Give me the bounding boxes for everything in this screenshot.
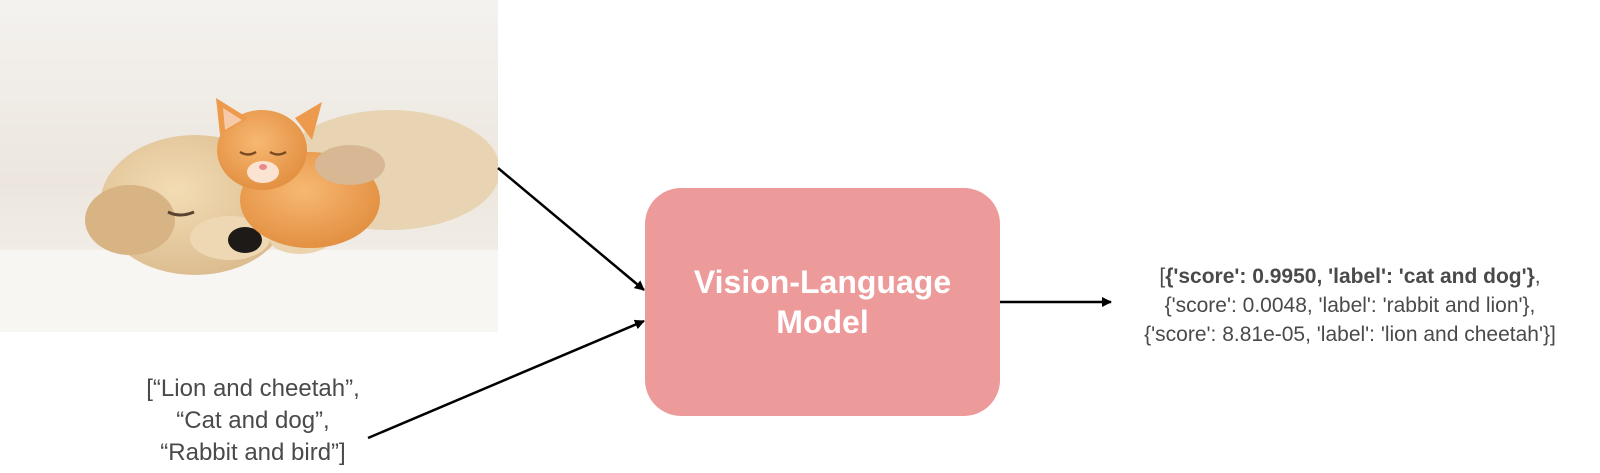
output-separator: , xyxy=(1534,265,1541,288)
top-prediction: {'score': 0.9950, 'label': 'cat and dog'… xyxy=(1165,265,1535,288)
candidate-label-line: [“Lion and cheetah”, xyxy=(146,375,360,402)
model-label: Vision-Language Model xyxy=(693,264,952,340)
output-line-3: {'score': 8.81e-05, 'label': 'lion and c… xyxy=(1144,323,1556,346)
image-to-model-arrow xyxy=(497,167,645,291)
candidate-label-line: “Cat and dog”, xyxy=(176,407,330,434)
candidate-label-line: “Rabbit and bird”] xyxy=(160,439,346,466)
labels-to-model-arrow xyxy=(367,319,645,440)
model-output: [{'score': 0.9950, 'label': 'cat and dog… xyxy=(1105,262,1595,349)
input-image xyxy=(0,0,498,332)
output-line-1: [{'score': 0.9950, 'label': 'cat and dog… xyxy=(1105,262,1595,291)
output-prefix: [ xyxy=(1159,265,1166,288)
output-line-2: {'score': 0.0048, 'label': 'rabbit and l… xyxy=(1164,294,1536,317)
vision-language-model-box: Vision-Language Model xyxy=(645,188,1000,416)
candidate-labels: [“Lion and cheetah”, “Cat and dog”, “Rab… xyxy=(118,373,388,469)
